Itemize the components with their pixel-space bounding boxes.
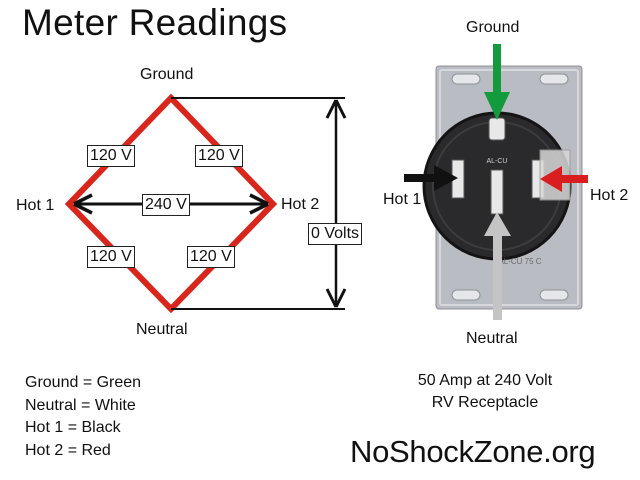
legend-item: Ground = Green: [25, 374, 142, 391]
voltage-hot-to-hot: 240 V: [142, 194, 190, 216]
receptacle-hot2-label: Hot 2: [590, 187, 629, 204]
face-text-top: AL-CU: [486, 158, 507, 165]
diagram-hot1-label: Hot 1: [16, 197, 55, 214]
receptacle-neutral-label: Neutral: [466, 330, 518, 347]
ground-slot: [488, 117, 506, 141]
voltage-top-right: 120 V: [195, 145, 243, 167]
diagram-ground-label: Ground: [140, 66, 194, 83]
diagram-neutral-label: Neutral: [136, 321, 188, 338]
legend-item: Neutral = White: [25, 396, 136, 414]
neutral-arrow: [484, 212, 511, 320]
site-watermark: NoShockZone.org: [350, 434, 596, 469]
receptacle-hot1-label: Hot 1: [383, 191, 422, 208]
face-text-bottom: AL-CU 75 C: [498, 257, 541, 266]
legend-item: Hot 1 = Black: [25, 419, 121, 436]
caption-line-2: RV Receptacle: [431, 394, 539, 411]
hot1-arrow: [404, 165, 458, 191]
hot-hot-arrowhead-left: [73, 193, 93, 215]
receptacle-ground-label: Ground: [466, 19, 520, 36]
diagram-hot2-label: Hot 2: [281, 196, 320, 213]
zero-volt-arrowhead-top: [325, 99, 347, 119]
voltage-bottom-right: 120 V: [187, 246, 235, 268]
neutral-slot: [490, 169, 504, 215]
voltage-bottom-left: 120 V: [87, 246, 135, 268]
caption-line-1: 50 Amp at 240 Volt: [417, 372, 553, 389]
legend-item: Hot 2 = Red: [25, 441, 111, 459]
ground-arrow: [484, 44, 510, 120]
voltage-top-left: 120 V: [87, 145, 135, 167]
rv-receptacle: AL-CU AL-CU 75 C: [422, 65, 583, 310]
hot-hot-arrowhead-right: [249, 193, 269, 215]
page-title: Meter Readings: [22, 2, 288, 43]
voltage-ground-neutral: 0 Volts: [308, 223, 363, 245]
receptacle-caption: 50 Amp at 240 Volt RV Receptacle: [415, 370, 555, 414]
zero-volt-arrowhead-bottom: [325, 288, 347, 308]
color-legend: Ground = Green Neutral = White Hot 1 = B…: [25, 372, 141, 462]
hot2-arrow: [540, 166, 588, 192]
